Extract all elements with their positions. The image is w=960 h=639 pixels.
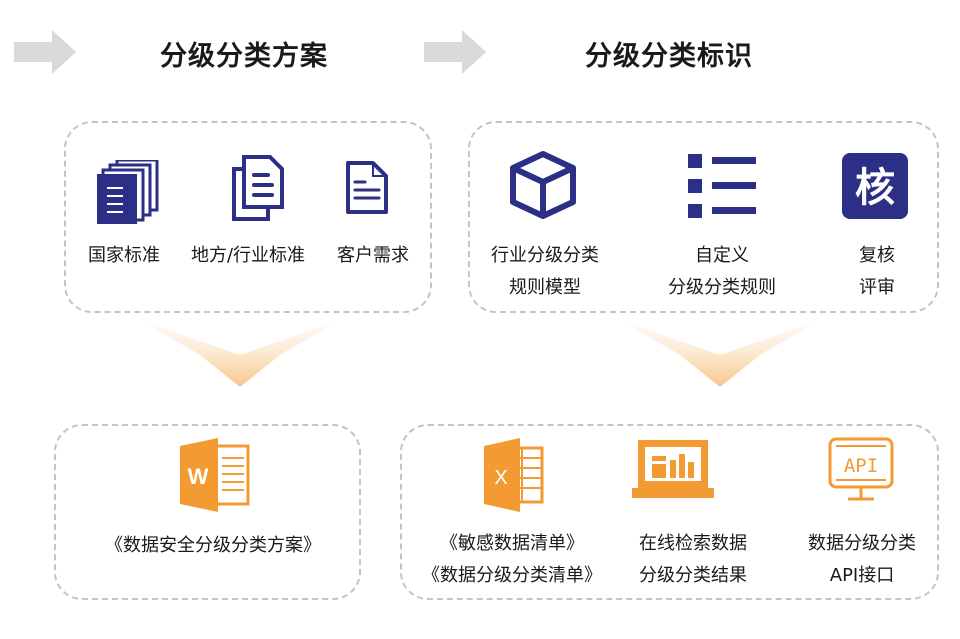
down-arrow-icon [620, 320, 820, 387]
identification-label: 自定义分级分类规则 [668, 245, 776, 298]
cube-icon [510, 151, 576, 219]
source-label: 地方/行业标准 [190, 245, 306, 266]
document-icon [346, 161, 388, 214]
list-icon [688, 154, 756, 218]
arrow-right-icon [14, 30, 76, 74]
api-monitor-icon: API [828, 437, 894, 501]
identification-output-label: 《敏感数据清单》《数据分级分类清单》 [422, 533, 602, 586]
stacked-documents-icon [97, 160, 159, 224]
plan-output-panel [54, 424, 361, 600]
down-arrow-icon [140, 320, 340, 387]
svg-text:W: W [188, 464, 209, 489]
source-label: 国家标准 [88, 245, 160, 266]
identification-label: 复核评审 [859, 245, 895, 298]
arrow-right-icon [424, 30, 486, 74]
identification-title: 分级分类标识 [585, 41, 753, 72]
identification-output-label: 在线检索数据分级分类结果 [639, 533, 747, 586]
identification-label: 行业分级分类规则模型 [491, 245, 599, 298]
plan-title: 分级分类方案 [160, 41, 328, 72]
review-badge-icon: 核 [842, 153, 908, 219]
excel-icon: X [484, 438, 544, 512]
identification-panel [468, 121, 939, 313]
svg-text:X: X [494, 467, 507, 489]
source-label: 客户需求 [337, 245, 409, 266]
laptop-chart-icon [632, 440, 714, 498]
svg-text:API: API [844, 455, 878, 477]
identification-output-panel [400, 424, 939, 600]
word-document-icon: W [180, 438, 250, 512]
sources-panel [64, 121, 432, 313]
plan-output-label: 《数据安全分级分类方案》 [105, 535, 321, 556]
copy-document-icon [232, 155, 284, 221]
